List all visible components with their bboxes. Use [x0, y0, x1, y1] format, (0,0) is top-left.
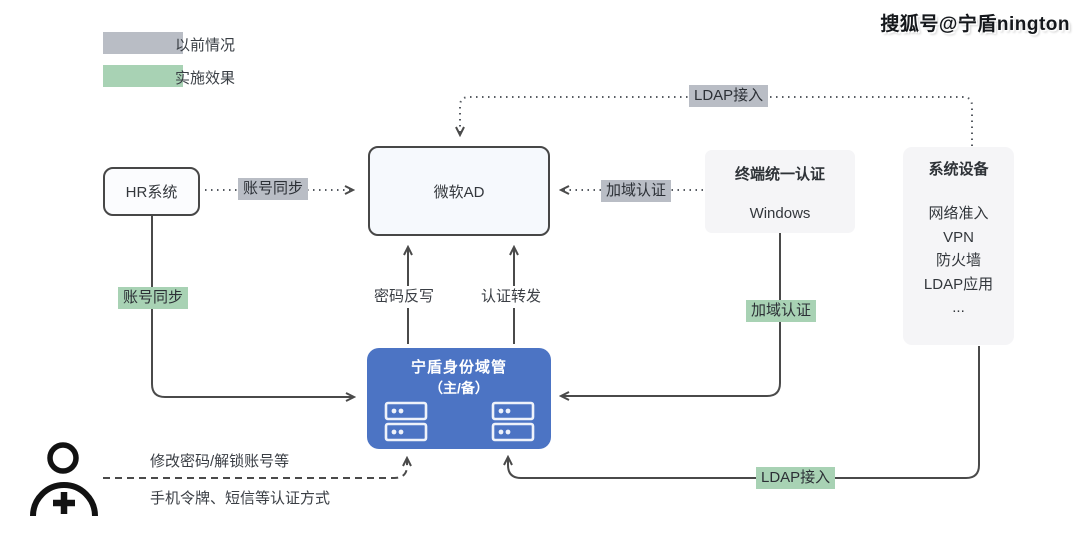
device-item-firewall: 防火墙	[935, 252, 981, 269]
node-microsoft-ad: 微软AD	[368, 146, 550, 236]
edge-label-domain-auth-new: 加域认证	[746, 300, 817, 322]
edge-ldap-new-line	[508, 346, 980, 479]
device-item-vpn: VPN	[943, 228, 974, 246]
node-hr-label: HR系统	[125, 184, 178, 201]
edge-label-domain-auth-prev: 加域认证	[601, 180, 672, 202]
device-item-nac: 网络准入	[928, 205, 989, 222]
nington-subtitle: （主/备）	[429, 380, 489, 396]
node-hr-system: HR系统	[103, 167, 200, 216]
edge-label-ldap-new: LDAP接入	[756, 467, 836, 489]
terminal-auth-title: 终端统一认证	[734, 166, 825, 183]
legend-swatch-previous	[103, 32, 183, 54]
nington-title: 宁盾身份域管	[410, 359, 507, 376]
edge-label-auth-methods: 手机令牌、短信等认证方式	[150, 490, 331, 507]
terminal-auth-windows: Windows	[749, 205, 811, 222]
edge-account-sync-new-line	[151, 216, 353, 397]
system-devices-title: 系统设备	[928, 161, 989, 178]
user-person-icon	[30, 442, 98, 517]
edge-label-user-selfservice: 修改密码/解锁账号等	[150, 453, 290, 470]
edge-label-account-sync-new: 账号同步	[118, 287, 189, 309]
watermark-sohu-nington: 搜狐号@宁盾nington	[880, 14, 1070, 35]
device-item-ldap-app: LDAP应用	[923, 275, 994, 293]
edge-label-account-sync-prev: 账号同步	[238, 178, 309, 200]
edge-ldap-prev-line	[460, 96, 973, 146]
edge-user-auth-line	[103, 459, 407, 479]
legend-swatch-effect	[103, 65, 183, 87]
edge-label-password-writeback: 密码反写	[369, 286, 440, 308]
server-icons	[384, 401, 535, 442]
system-devices-list: 网络准入 VPN 防火墙 LDAP应用 ...	[924, 202, 993, 320]
edge-domain-auth-new-line	[562, 233, 781, 396]
legend-label-effect: 实施效果	[175, 70, 236, 87]
node-ad-label: 微软AD	[433, 183, 485, 201]
edge-label-auth-forwarding: 认证转发	[476, 286, 547, 308]
edge-label-ldap-prev: LDAP接入	[689, 85, 769, 107]
node-terminal-auth: 终端统一认证 Windows	[705, 150, 855, 233]
device-item-more: ...	[952, 299, 965, 316]
legend-label-previous: 以前情况	[175, 37, 236, 54]
node-system-devices: 系统设备 网络准入 VPN 防火墙 LDAP应用 ...	[903, 147, 1014, 345]
node-nington-idm: 宁盾身份域管 （主/备）	[367, 348, 551, 449]
